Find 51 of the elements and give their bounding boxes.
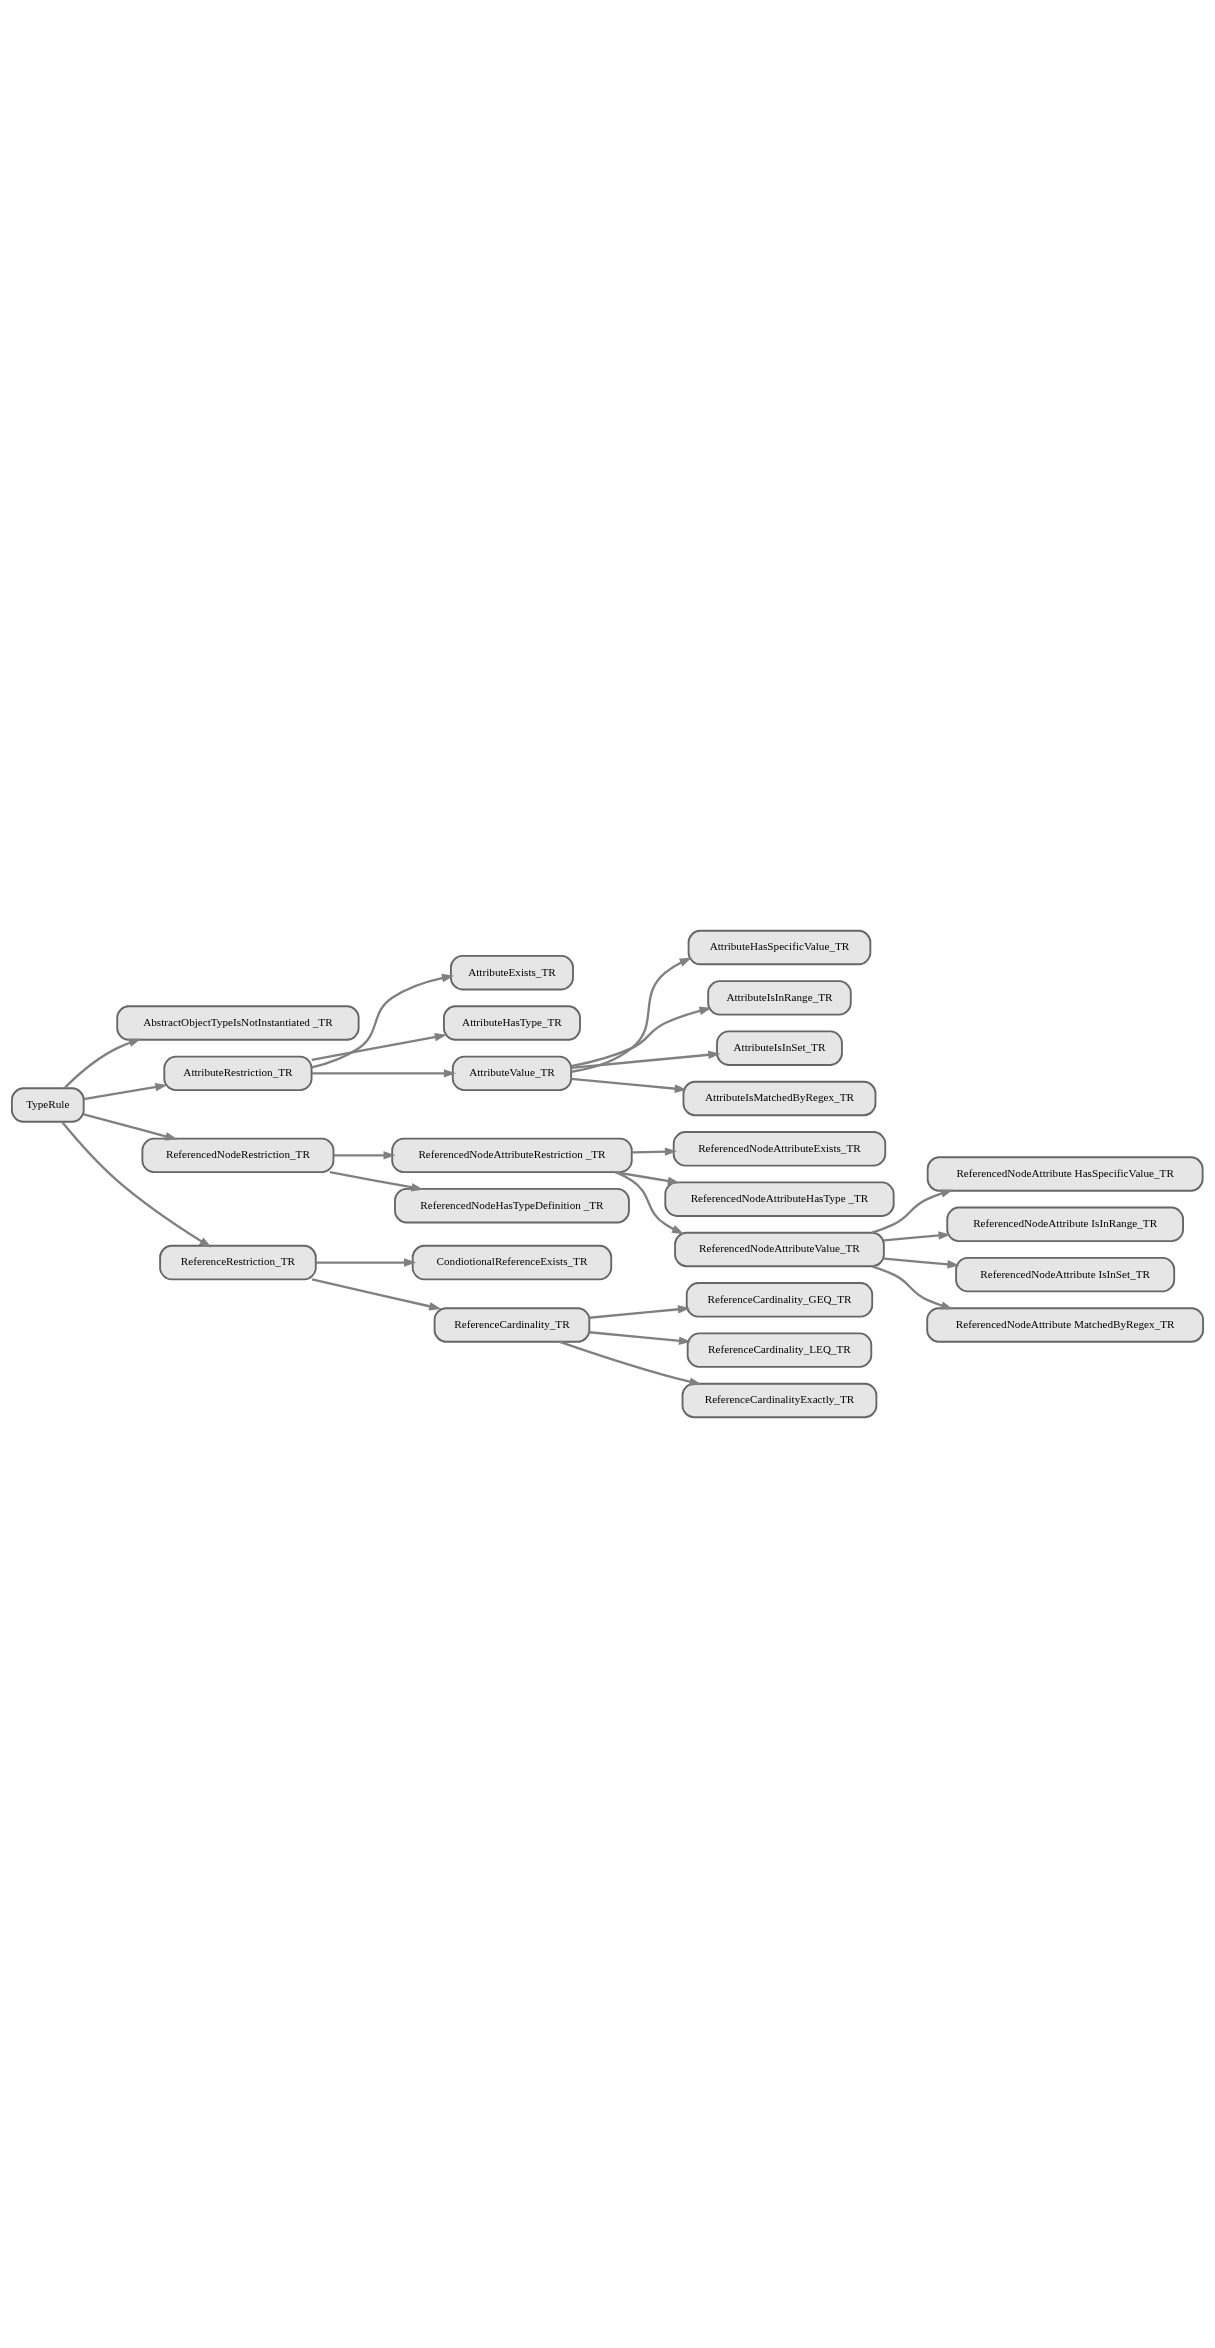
node-box: ReferencedNodeAttributeRestriction _TR (391, 1137, 633, 1174)
arrow (61, 1121, 212, 1248)
node-box: AttributeHasType_TR (443, 1005, 581, 1041)
node-box: ReferencedNodeRestriction_TR (141, 1137, 335, 1174)
node-box: ReferencedNodeAttribute IsInSet_TR (955, 1256, 1176, 1293)
node-box: AttributeIsInSet_TR (716, 1030, 843, 1066)
node-box: ReferenceCardinalityExactly_TR (681, 1382, 878, 1419)
arrow (614, 1171, 680, 1186)
node-box: AttributeHasSpecificValue_TR (687, 929, 872, 966)
node-box: AttributeIsMatchedByRegex_TR (682, 1080, 877, 1117)
arrow (315, 1258, 417, 1267)
arrow (571, 957, 692, 1073)
arrow (571, 1050, 721, 1069)
arrow (311, 973, 455, 1069)
arrow (63, 1038, 141, 1089)
node-box: ReferencedNodeAttribute MatchedByRegex_TR (926, 1307, 1205, 1343)
node-box: ReferenceCardinality_GEQ_TR (685, 1282, 874, 1318)
node-box: ReferenceRestriction_TR (159, 1244, 317, 1281)
node-box: CondiotionalReferenceExists_TR (411, 1244, 613, 1281)
node-box: ReferencedNodeAttribute HasSpecificValue_TR (926, 1156, 1204, 1192)
node-box: AttributeValue_TR (451, 1055, 573, 1092)
node-box: ReferencedNodeAttribute IsInRange_TR (946, 1206, 1184, 1243)
arrow (311, 1032, 447, 1061)
arrow (871, 1265, 954, 1310)
arrow (83, 1082, 168, 1101)
node-box: ReferencedNodeAttributeHasType _TR (664, 1181, 895, 1217)
arrow (559, 1340, 702, 1386)
node-box: ReferenceCardinality_LEQ_TR (686, 1332, 873, 1368)
arrow (571, 1006, 712, 1068)
arrow (329, 1171, 424, 1192)
arrow (311, 1278, 442, 1311)
arrow (883, 1257, 960, 1269)
arrow (333, 1151, 396, 1160)
arrow (83, 1113, 178, 1141)
arrow (311, 1069, 457, 1078)
node-box: TypeRule (10, 1087, 85, 1123)
arrow (589, 1331, 692, 1345)
arrow (632, 1147, 677, 1156)
node-box: ReferenceCardinality_TR (433, 1307, 591, 1343)
arrow (871, 1189, 954, 1234)
node-box: ReferencedNodeAttributeExists_TR (672, 1131, 887, 1167)
node-box: ReferencedNodeHasTypeDefinition _TR (394, 1188, 630, 1224)
arrow (571, 1077, 687, 1093)
arrow (883, 1231, 951, 1242)
node-box: AttributeRestriction_TR (163, 1055, 313, 1092)
node-box: AbstractObjectTypeIsNotInstantiated _TR (116, 1005, 360, 1041)
arrow (615, 1171, 685, 1235)
arrow (589, 1305, 691, 1319)
node-box: AttributeIsInRange_TR (707, 980, 852, 1016)
node-box: AttributeExists_TR (450, 954, 574, 991)
node-box: ReferencedNodeAttributeValue_TR (674, 1231, 885, 1268)
